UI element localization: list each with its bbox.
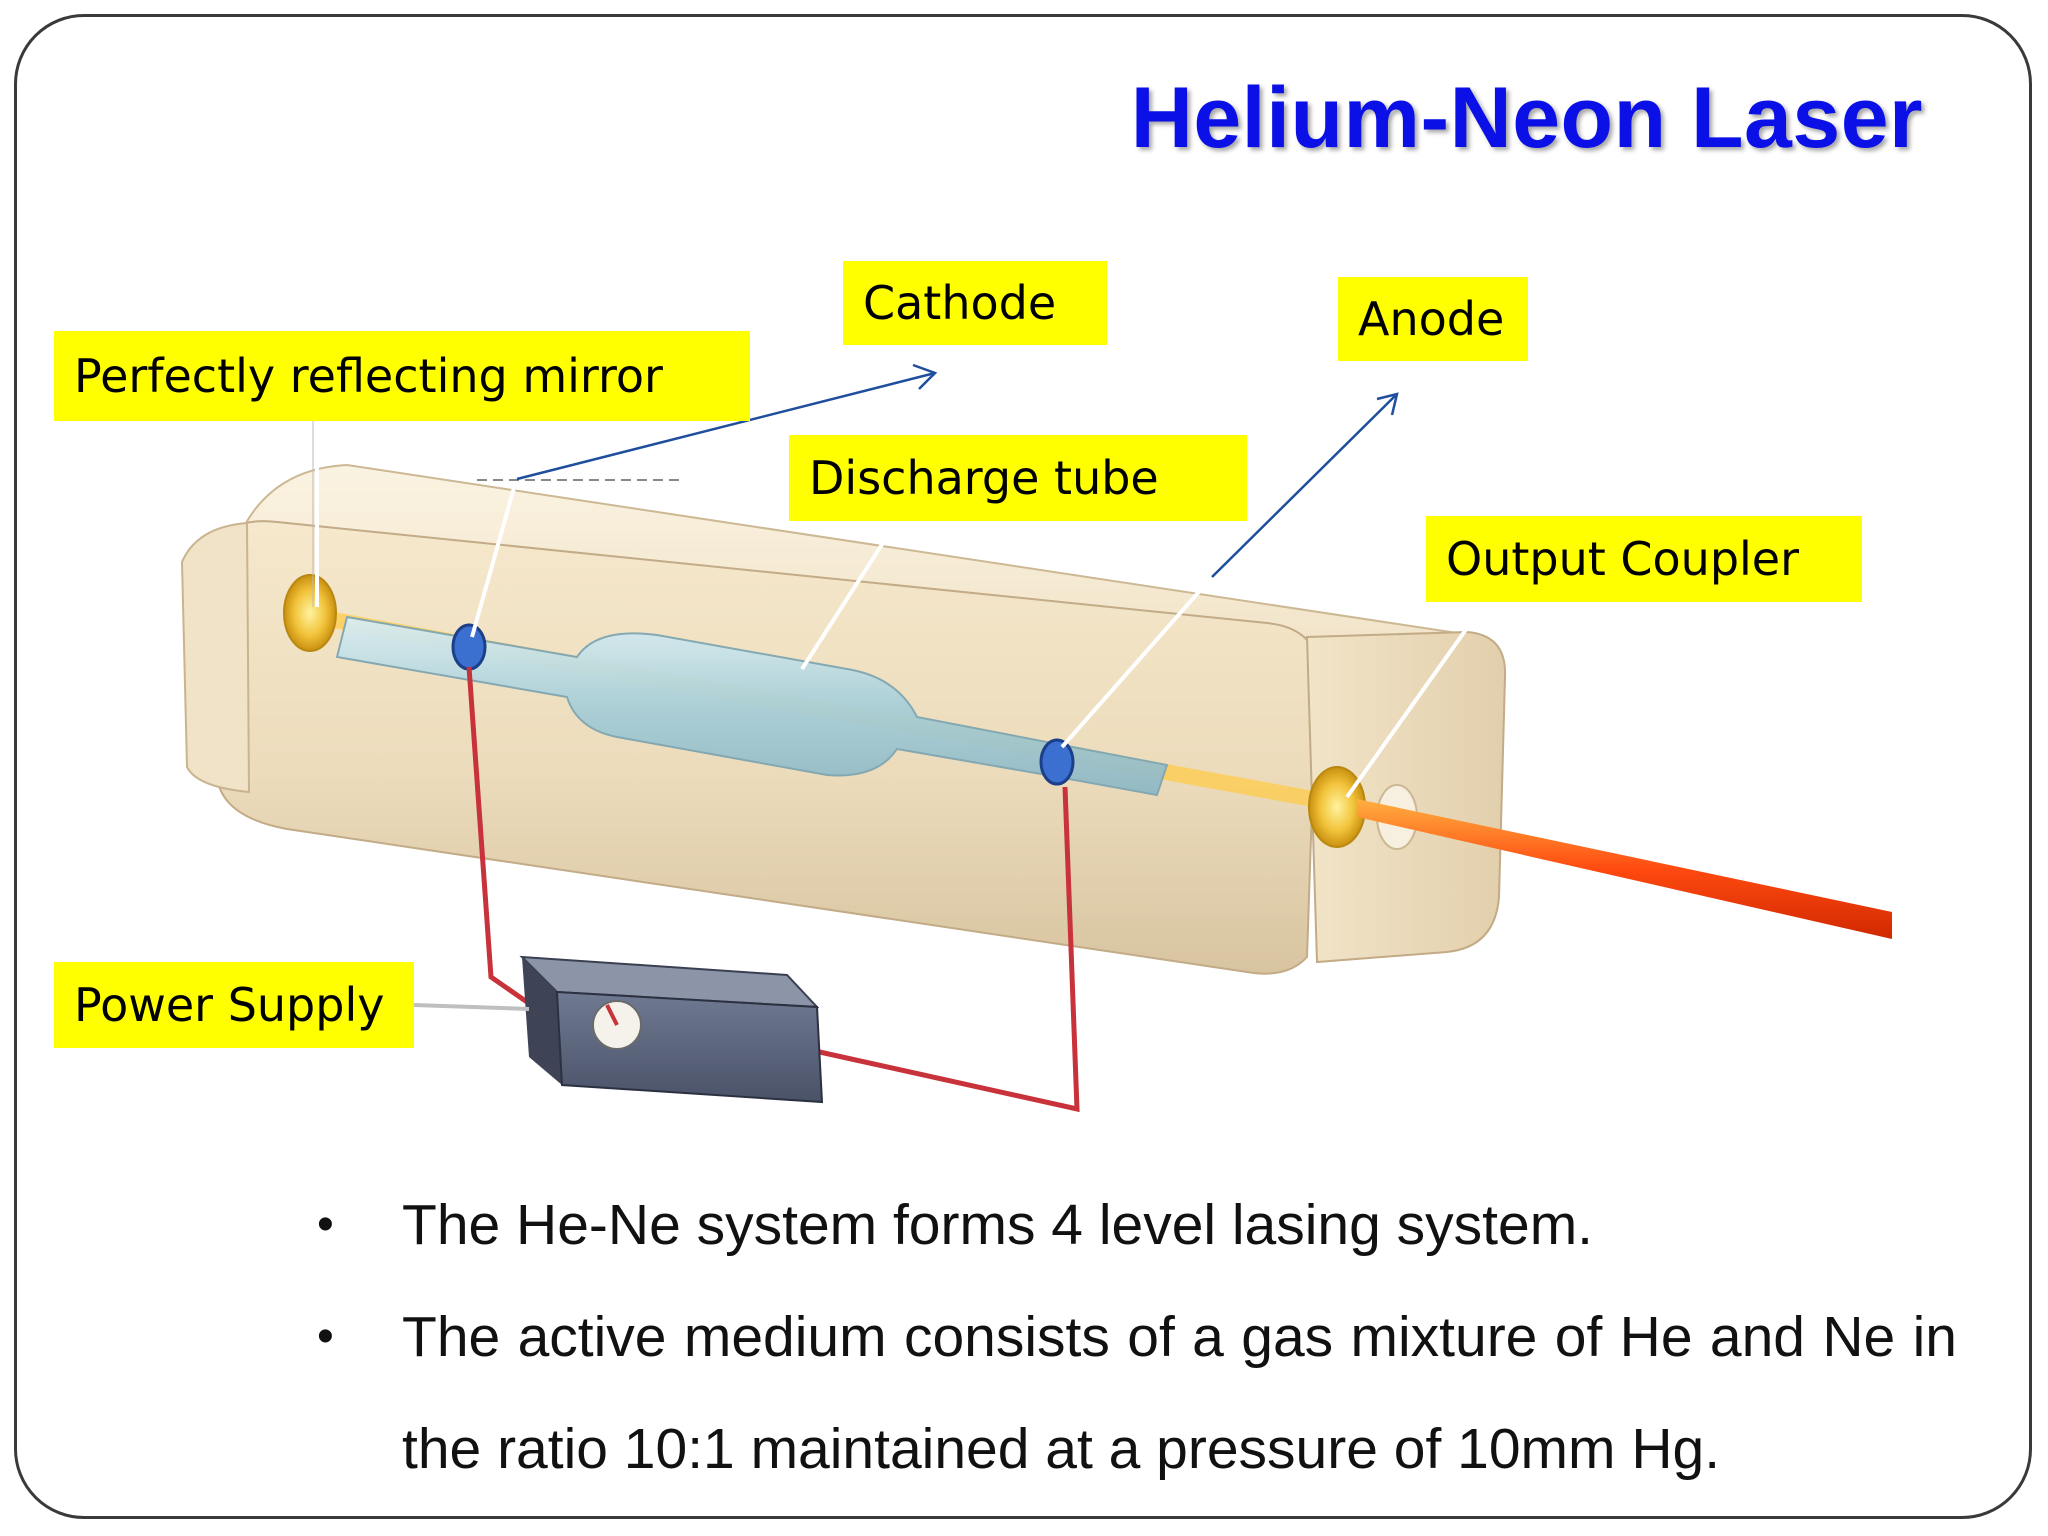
cathode-wire <box>466 666 529 1005</box>
coupler-leader <box>1345 605 1484 799</box>
power-leader <box>413 1003 530 1011</box>
power-supply-face <box>555 990 824 1104</box>
label-output-coupler: Output Coupler <box>1426 516 1862 602</box>
rear-mirror <box>283 574 337 652</box>
anode-arrowhead <box>1376 392 1399 416</box>
bullet-item: The He-Ne system forms 4 level lasing sy… <box>317 1169 1957 1281</box>
slide: Helium-Neon Laser <box>14 14 2032 1519</box>
bullet-item: The active medium consists of a gas mixt… <box>317 1281 1957 1505</box>
output-mirror <box>1308 766 1366 848</box>
power-supply-front <box>522 957 562 1085</box>
anode-arrow <box>1211 393 1398 578</box>
tube-leader <box>800 519 899 671</box>
cathode-arrow <box>516 371 936 481</box>
label-cathode: Cathode <box>843 261 1107 345</box>
anode-leader <box>1060 575 1214 749</box>
label-power-supply: Power Supply <box>54 962 414 1048</box>
label-discharge-tube: Discharge tube <box>789 435 1247 521</box>
discharge-tube-glass <box>335 615 1169 797</box>
cathode-arrowhead <box>912 363 938 390</box>
anode-ring <box>1039 738 1075 786</box>
power-supply-needle <box>605 1004 619 1026</box>
bullet-list: The He-Ne system forms 4 level lasing sy… <box>317 1169 1957 1505</box>
cathode-leader <box>470 476 519 638</box>
laser-beam <box>1357 799 1892 939</box>
laser-diagram <box>180 363 1892 1113</box>
housing-left-face <box>180 521 251 794</box>
label-perfectly-reflecting-mirror: Perfectly reflecting mirror <box>54 331 750 421</box>
cathode-ring <box>451 623 487 671</box>
label-anode: Anode <box>1338 277 1528 361</box>
slide-title: Helium-Neon Laser <box>1130 70 1923 166</box>
anode-wire <box>796 786 1080 1113</box>
